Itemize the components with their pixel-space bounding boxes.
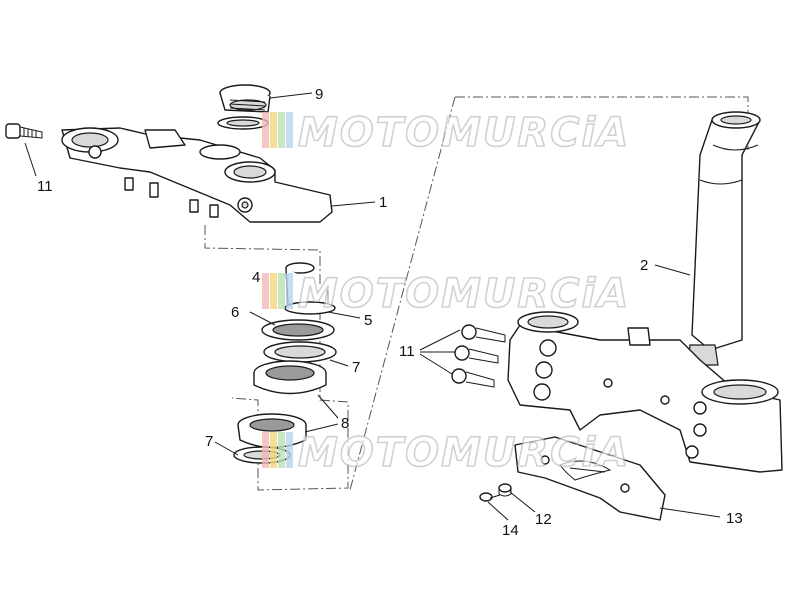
watermark-stripe — [270, 112, 277, 148]
callout-1: 1 — [379, 194, 387, 211]
bolt-left — [5, 123, 43, 139]
watermark-stripe — [286, 432, 293, 468]
watermark-middle: MOTOMURCiA — [262, 270, 630, 318]
watermark-stripe — [286, 112, 293, 148]
bearing-cap — [284, 262, 336, 315]
callout-12: 12 — [535, 511, 552, 528]
ring-upper — [263, 341, 337, 363]
watermark-stripe — [262, 432, 269, 468]
callout-11-right: 11 — [399, 343, 415, 360]
steering-nut — [219, 84, 271, 113]
callout-7-lower: 7 — [205, 433, 213, 450]
bolt-right-1 — [461, 324, 506, 343]
watermark-text: MOTOMURCiA — [298, 430, 630, 476]
watermark-stripe — [278, 273, 285, 309]
callout-9: 9 — [315, 86, 323, 103]
screw-14 — [479, 492, 501, 502]
callout-2: 2 — [640, 257, 648, 274]
callout-7-upper: 7 — [352, 359, 360, 376]
watermark-bottom: MOTOMURCiA — [262, 429, 630, 477]
bolt-right-3 — [451, 368, 495, 388]
callout-11-left: 11 — [37, 178, 53, 195]
bearing-upper — [253, 360, 327, 395]
watermark-stripe — [270, 273, 277, 309]
watermark-stripe — [270, 432, 277, 468]
callout-4: 4 — [252, 269, 260, 286]
watermark-top: MOTOMURCiA — [262, 109, 630, 157]
bolt-right-2 — [454, 345, 499, 364]
spacer-12 — [498, 483, 512, 497]
callout-14: 14 — [502, 522, 519, 539]
lower-triple-clamp — [507, 311, 783, 473]
assembly-outline-center — [204, 225, 349, 491]
watermark-text: MOTOMURCiA — [298, 110, 630, 156]
watermark-stripe — [262, 112, 269, 148]
watermark-stripe — [286, 273, 293, 309]
steering-stem — [687, 111, 761, 366]
watermark-stripe — [278, 432, 285, 468]
washer-upper — [217, 116, 269, 130]
dust-seal — [261, 319, 335, 341]
watermark-stripe — [262, 273, 269, 309]
callout-8: 8 — [341, 415, 349, 432]
watermark-stripe — [278, 112, 285, 148]
leader-lines — [24, 92, 721, 521]
callout-5: 5 — [364, 312, 372, 329]
callout-6: 6 — [231, 304, 239, 321]
callout-13: 13 — [726, 510, 743, 527]
watermark-text: MOTOMURCiA — [298, 271, 630, 317]
steering-cover — [514, 436, 666, 521]
upper-triple-clamp — [61, 127, 333, 223]
